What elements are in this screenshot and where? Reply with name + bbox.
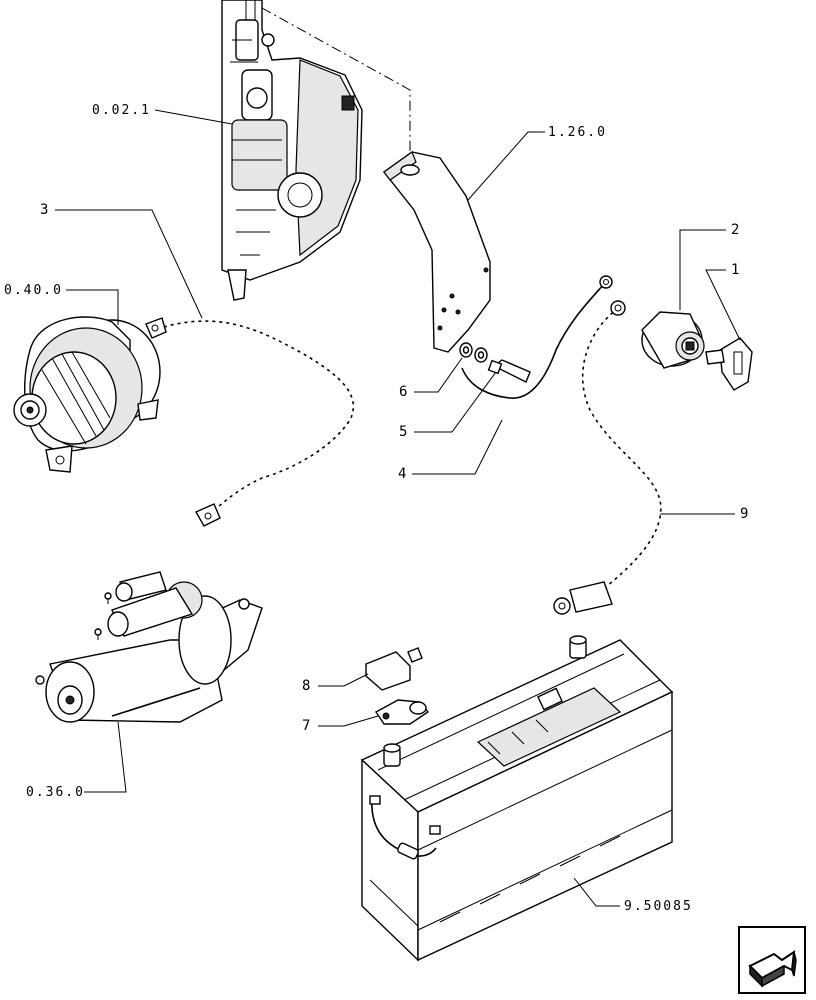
engine-illustration	[221, 0, 411, 301]
cable-part-4	[461, 275, 613, 399]
ref-alternator-label: 0.40.0	[4, 283, 63, 298]
ref-engine-label: 0.02.1	[92, 103, 151, 118]
arrow-next-icon	[738, 926, 806, 994]
part-1-label: 1	[731, 262, 739, 278]
battery-clamp-part-7	[374, 699, 430, 725]
callout-battery: 9.50085	[573, 877, 693, 914]
part-4-label: 4	[398, 466, 406, 482]
callout-part-6: 6	[399, 357, 463, 400]
callout-part-1: 1	[705, 262, 741, 341]
callout-part-9: 9	[660, 506, 748, 522]
cable-part-3	[145, 317, 355, 527]
alternator	[13, 316, 161, 473]
bolt-part-5	[487, 359, 531, 383]
callout-starter: 0.36.0	[26, 721, 127, 800]
part-8-label: 8	[302, 678, 310, 694]
callout-part-3: 3	[40, 202, 203, 319]
part-3-label: 3	[40, 202, 48, 218]
ignition-switch-part-2	[641, 311, 705, 369]
washer-part-6	[459, 342, 488, 363]
part-7-label: 7	[302, 718, 310, 734]
mounting-bracket	[382, 151, 491, 353]
cable-part-9	[553, 300, 663, 615]
next-page-button[interactable]	[738, 926, 806, 994]
ref-starter-label: 0.36.0	[26, 785, 85, 800]
callout-part-2: 2	[679, 222, 739, 310]
terminal-cover-part-8	[365, 647, 423, 691]
callout-part-4: 4	[398, 419, 503, 482]
battery	[360, 635, 674, 962]
callout-part-8: 8	[302, 673, 369, 694]
part-9-label: 9	[740, 506, 748, 522]
callout-part-7: 7	[302, 715, 379, 734]
starter-motor	[35, 571, 263, 723]
ref-bracket-label: 1.26.0	[548, 125, 607, 140]
callout-part-5: 5	[399, 371, 497, 440]
callout-alternator: 0.40.0	[4, 283, 119, 325]
ignition-key-part-1	[705, 337, 753, 391]
callout-engine: 0.02.1	[92, 103, 233, 125]
ref-battery-label: 9.50085	[624, 899, 693, 914]
part-6-label: 6	[399, 384, 407, 400]
part-5-label: 5	[399, 424, 407, 440]
part-2-label: 2	[731, 222, 739, 238]
callout-bracket: 1.26.0	[467, 125, 607, 201]
